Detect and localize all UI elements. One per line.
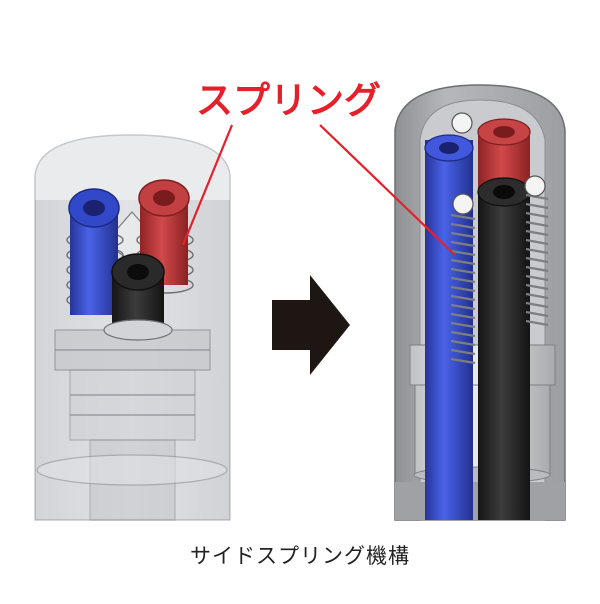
- right-guide-ball-left: [452, 193, 474, 215]
- right-black-refill: [477, 177, 531, 520]
- left-blue-refill: [68, 188, 120, 315]
- left-mechanism: [36, 329, 228, 521]
- pointer-to-left-spring: [181, 124, 234, 246]
- pointer-to-right-spring: [319, 124, 456, 256]
- left-black-refill: [103, 253, 173, 341]
- right-guide-ball-right: [524, 175, 546, 197]
- left-pen-illustration: [34, 134, 231, 521]
- spring-annotation-label: スプリング: [196, 79, 381, 122]
- right-spring-right: [525, 193, 549, 327]
- right-arrow-icon: [272, 275, 350, 375]
- right-spring-left: [450, 213, 476, 365]
- right-pen-illustration: [394, 84, 566, 521]
- spring-pointer-lines: [181, 124, 456, 256]
- right-blue-refill: [424, 134, 474, 520]
- right-guide-ball-top: [451, 112, 473, 134]
- figure-caption: サイドスプリング機構: [190, 544, 410, 568]
